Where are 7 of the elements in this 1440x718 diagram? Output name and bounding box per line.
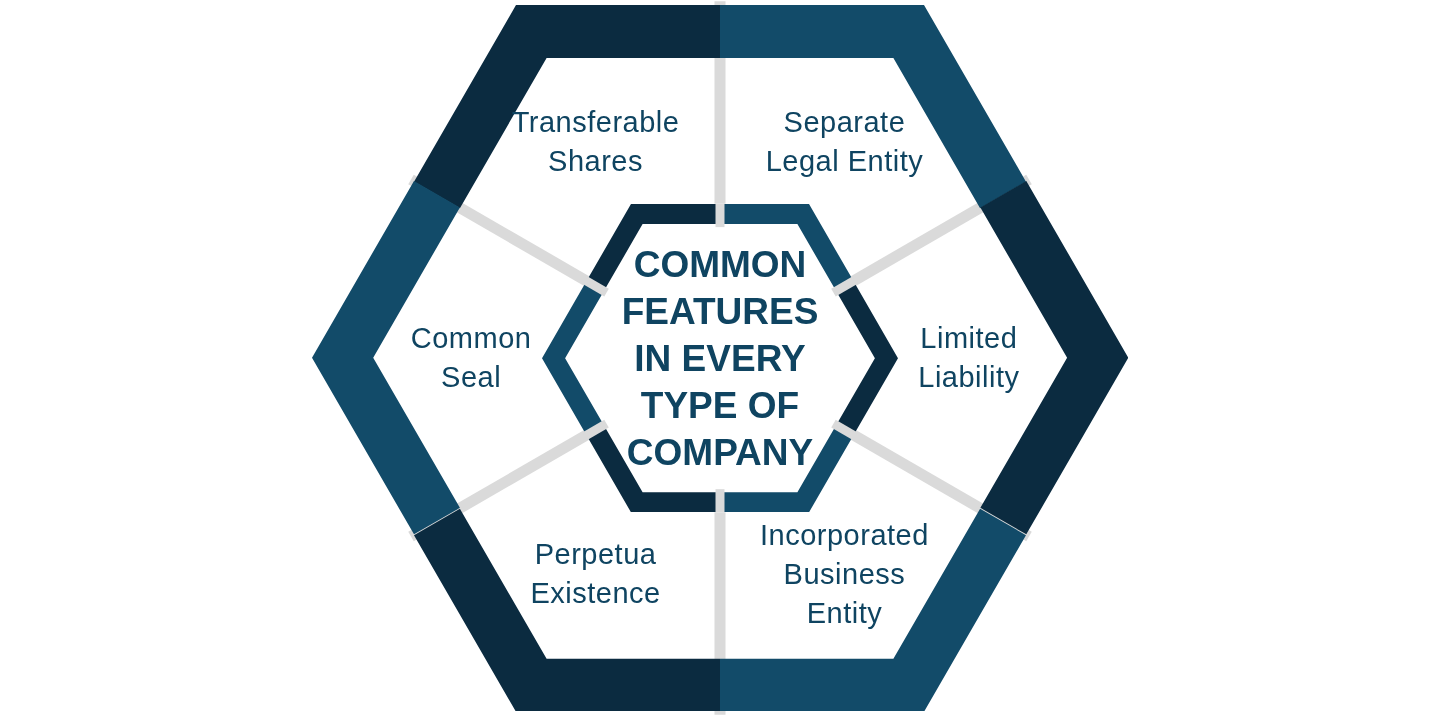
segment-label: Separate Legal Entity	[764, 105, 925, 180]
segment-label: Transferable Shares	[510, 105, 681, 180]
center-title: COMMON FEATURES IN EVERY TYPE OF COMPANY	[620, 242, 820, 475]
segment-label: Limited Liability	[917, 321, 1021, 395]
segment-label: Perpetua Existence	[529, 536, 662, 611]
segment-label: Common Seal	[409, 321, 533, 395]
segment-label: Incorporated Business Entity	[759, 517, 930, 631]
